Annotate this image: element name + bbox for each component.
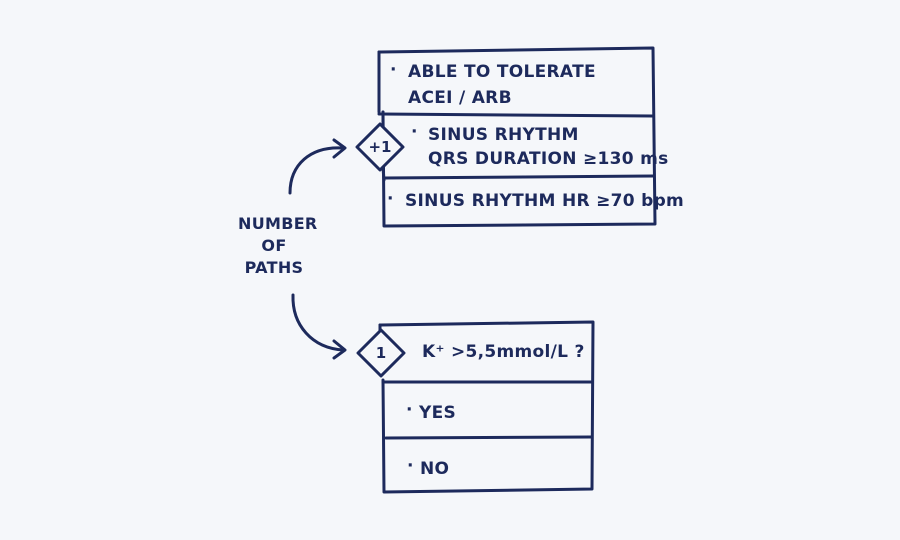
arrow-down-curve bbox=[291, 293, 345, 352]
label-line-2: OF bbox=[261, 236, 287, 255]
bottom-box-divider-2 bbox=[384, 435, 593, 440]
arrow-up-head bbox=[332, 138, 347, 159]
option-no-label: NO bbox=[420, 459, 450, 479]
top-box-frame bbox=[377, 46, 657, 228]
bottom-box-outline bbox=[378, 320, 595, 494]
option-no-bullet: · bbox=[407, 456, 414, 476]
top-row-2-line-2: QRS DURATION ≥130 ms bbox=[428, 149, 669, 169]
top-row-1-bullet: · bbox=[390, 60, 397, 80]
bottom-badge-diamond bbox=[356, 328, 406, 378]
bottom-badge-label: 1 bbox=[375, 344, 387, 362]
top-box-divider-1 bbox=[377, 112, 655, 118]
label-line-3: PATHS bbox=[244, 258, 304, 277]
arrow-down-head bbox=[332, 339, 347, 360]
arrow-up-curve bbox=[288, 146, 345, 195]
top-badge-diamond bbox=[355, 122, 405, 172]
top-row-1-line-2: ACEI / ARB bbox=[408, 88, 512, 108]
potassium-question: K⁺ >5,5mmol/L ? bbox=[422, 342, 585, 362]
top-box-divider-2 bbox=[382, 174, 656, 180]
top-badge-label: +1 bbox=[368, 138, 392, 156]
top-box-outline bbox=[377, 46, 657, 228]
option-yes-bullet: · bbox=[406, 400, 413, 420]
number-of-paths-label: NUMBER OF PATHS bbox=[238, 214, 318, 277]
top-row-1-line-1: ABLE TO TOLERATE bbox=[408, 62, 596, 82]
option-yes-label: YES bbox=[419, 403, 457, 423]
top-row-3-line-1: SINUS RHYTHM HR ≥70 bpm bbox=[405, 191, 685, 211]
bottom-box-frame bbox=[378, 320, 595, 494]
label-line-1: NUMBER bbox=[238, 214, 318, 233]
top-row-2-bullet: · bbox=[411, 122, 418, 142]
top-row-3-bullet: · bbox=[387, 189, 394, 209]
top-row-2-line-1: SINUS RHYTHM bbox=[428, 125, 579, 145]
